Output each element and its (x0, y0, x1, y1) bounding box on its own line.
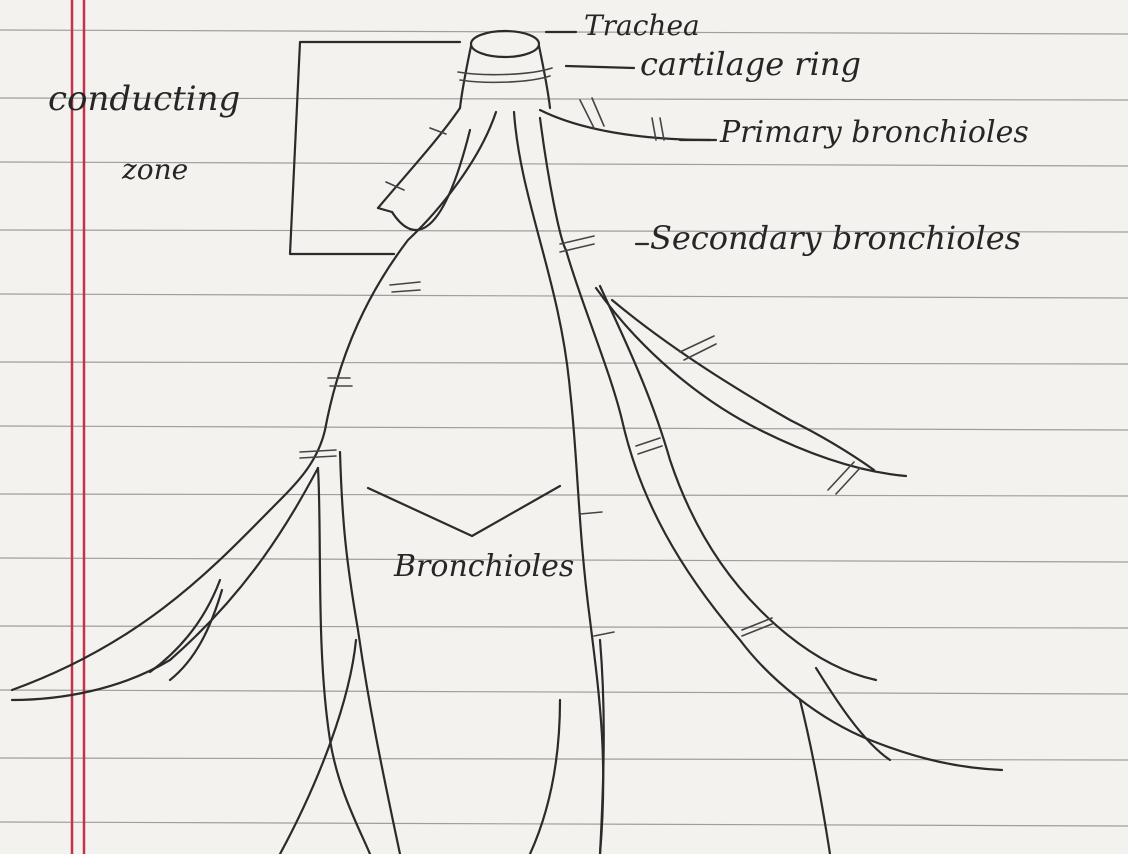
trachea-left-wall (460, 46, 471, 108)
trachea-cartilage-ring (458, 68, 552, 75)
middle-branch-split (280, 640, 356, 854)
left-primary-end (378, 208, 392, 212)
label-cartilage-ring: cartilage ring (640, 48, 861, 80)
left-lower-bronchus-inner (12, 468, 318, 700)
left-primary-outer-wall (378, 108, 460, 208)
right-secondary-outer (566, 250, 1002, 770)
right-primary-outer (540, 110, 710, 140)
leader-cartilage-ring (566, 66, 634, 68)
label-conducting-zone-line2: zone (122, 156, 188, 184)
label-primary-bronchioles: Primary bronchioles (720, 118, 1029, 148)
trachea-opening (471, 31, 539, 57)
label-secondary-bronchioles: Secondary bronchioles (650, 222, 1021, 254)
right-lower-branch-2 (800, 700, 830, 854)
left-primary-inner-wall (280, 112, 496, 500)
right-lower-branch (816, 668, 890, 760)
label-trachea: Trachea (584, 12, 700, 40)
right-primary-inner (540, 118, 566, 250)
bronchioles-pointer (368, 486, 560, 536)
label-bronchioles: Bronchioles (394, 552, 574, 582)
left-lower-bronchus-outer (12, 500, 280, 690)
center-lower-bronchus-right (530, 700, 560, 854)
cartilage-ring-marks (300, 98, 860, 636)
middle-bronchus-right-wall (340, 452, 400, 854)
right-upper-branch-inner (612, 300, 874, 470)
label-conducting-zone-line1: conducting (48, 82, 240, 116)
trachea-cartilage-ring-2 (460, 76, 550, 82)
conducting-zone-bracket (290, 42, 460, 254)
